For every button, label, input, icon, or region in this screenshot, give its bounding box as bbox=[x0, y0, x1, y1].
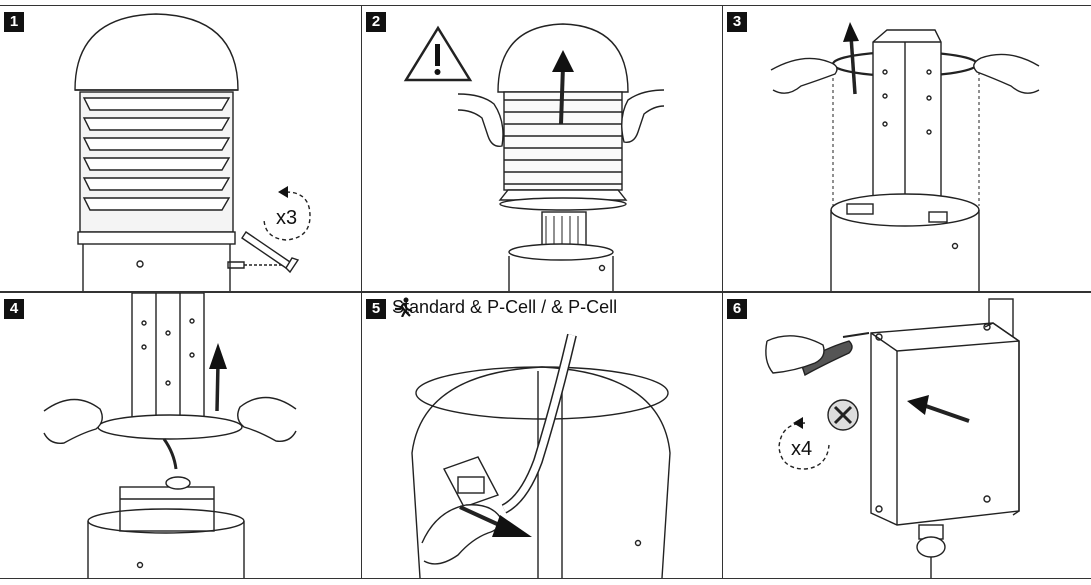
column-divider-2 bbox=[722, 5, 723, 579]
step-2-illustration bbox=[403, 23, 665, 291]
step-6-badge: 6 bbox=[727, 299, 747, 319]
step-2-badge: 2 bbox=[366, 12, 386, 32]
caption-emergency-pcell: & P-Cell bbox=[551, 297, 618, 317]
step-3-badge: 3 bbox=[727, 12, 747, 32]
step-6-illustration: x4 bbox=[765, 298, 1020, 578]
step-6-panel: 6 bbox=[723, 293, 1091, 578]
step-2-panel: 2 bbox=[362, 6, 722, 291]
step-6-count: x4 bbox=[791, 438, 812, 460]
step-3-panel: 3 bbox=[723, 6, 1091, 291]
step-4-badge: 4 bbox=[4, 299, 24, 319]
step-1-badge: 1 bbox=[4, 12, 24, 32]
caption-standard-pcell: Standard & P-Cell / bbox=[392, 297, 547, 317]
column-divider-1 bbox=[361, 5, 362, 579]
warning-icon bbox=[403, 25, 473, 82]
emergency-exit-icon bbox=[395, 297, 413, 317]
phillips-screw-icon bbox=[827, 399, 859, 431]
step-4-panel: 4 bbox=[0, 293, 361, 578]
dome-cap bbox=[74, 13, 239, 91]
step-5-illustration bbox=[411, 333, 671, 578]
middle-divider bbox=[0, 291, 1091, 293]
step-4-illustration bbox=[43, 293, 297, 578]
step-1-illustration: x3 bbox=[74, 13, 311, 291]
step-5-caption: Standard & P-Cell / & P-Cell bbox=[392, 297, 617, 318]
bottom-border bbox=[0, 578, 1091, 579]
step-1-count: x3 bbox=[276, 207, 297, 229]
step-5-badge: 5 bbox=[366, 299, 386, 319]
step-3-illustration bbox=[770, 22, 1040, 291]
step-1-panel: 1 bbox=[0, 6, 361, 291]
top-border bbox=[0, 5, 1091, 6]
step-5-panel: 5 Standard & P-Cell / & P-Cell bbox=[362, 293, 722, 578]
